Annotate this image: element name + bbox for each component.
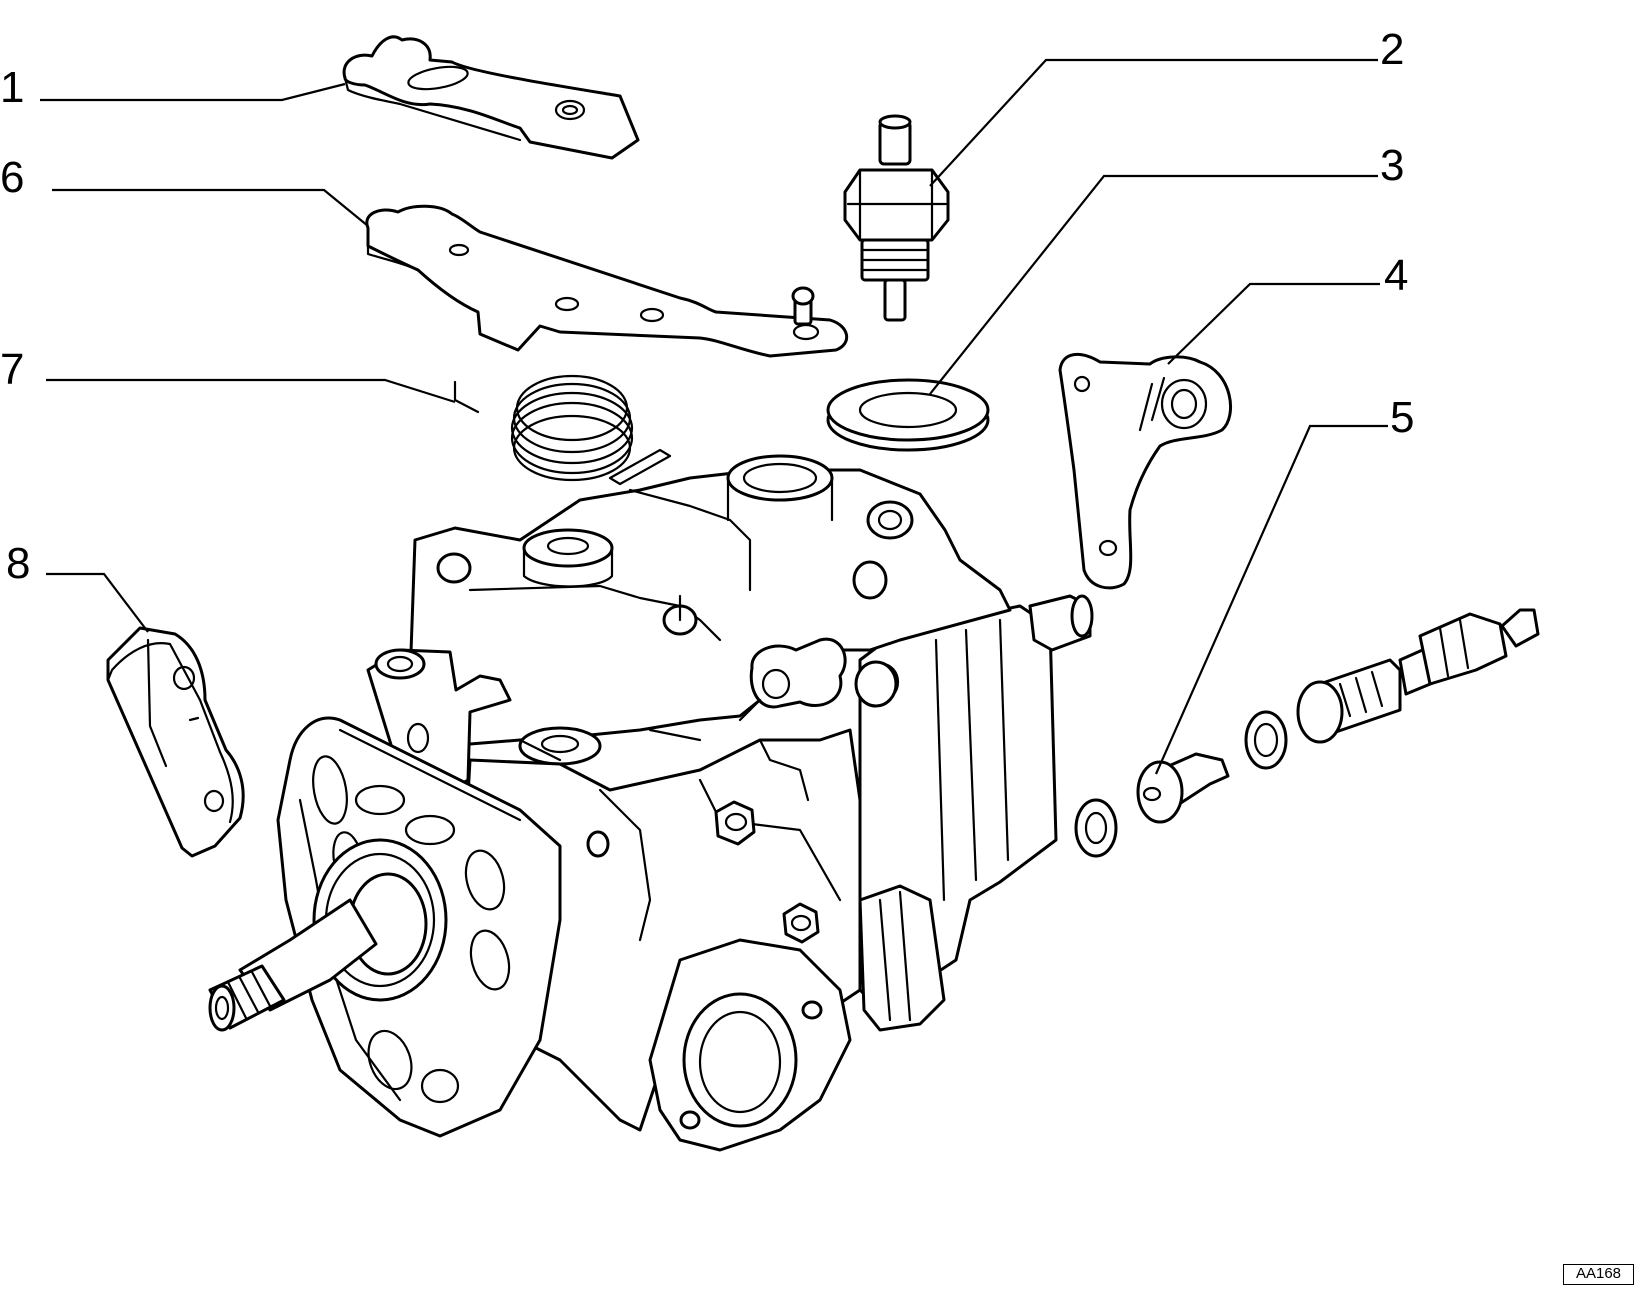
callout-5: 5	[1390, 393, 1414, 442]
injection-pump-body	[208, 454, 1094, 1152]
part-3-sealing-washer	[826, 378, 990, 452]
leader-3	[929, 174, 1378, 395]
callout-4: 4	[1384, 251, 1408, 300]
leader-8	[46, 572, 149, 633]
part-8-bracket	[106, 626, 245, 858]
leader-2	[929, 58, 1378, 187]
leader-7	[46, 378, 456, 404]
leader-6	[52, 188, 369, 227]
part-1-bracket-plate	[342, 35, 640, 160]
leader-1	[40, 82, 346, 102]
reference-code-label: AA168	[1563, 1264, 1634, 1285]
callout-7: 7	[0, 345, 24, 394]
leader-4	[1167, 282, 1380, 365]
part-7-torsion-spring	[453, 374, 672, 486]
callout-numbers: 1 2 3 4 5 6 7 8	[0, 25, 1414, 588]
callout-1: 1	[0, 63, 24, 112]
leader-lines	[40, 58, 1388, 775]
part-6-lever-plate	[365, 204, 848, 358]
callout-6: 6	[0, 153, 24, 202]
callout-8: 8	[6, 539, 30, 588]
callout-3: 3	[1380, 141, 1404, 190]
part-4-bracket	[1058, 353, 1232, 590]
leader-5	[1154, 424, 1388, 775]
callout-2: 2	[1380, 25, 1404, 74]
part-2-sensor	[843, 114, 950, 322]
part-5-valve-assembly	[1074, 608, 1540, 858]
